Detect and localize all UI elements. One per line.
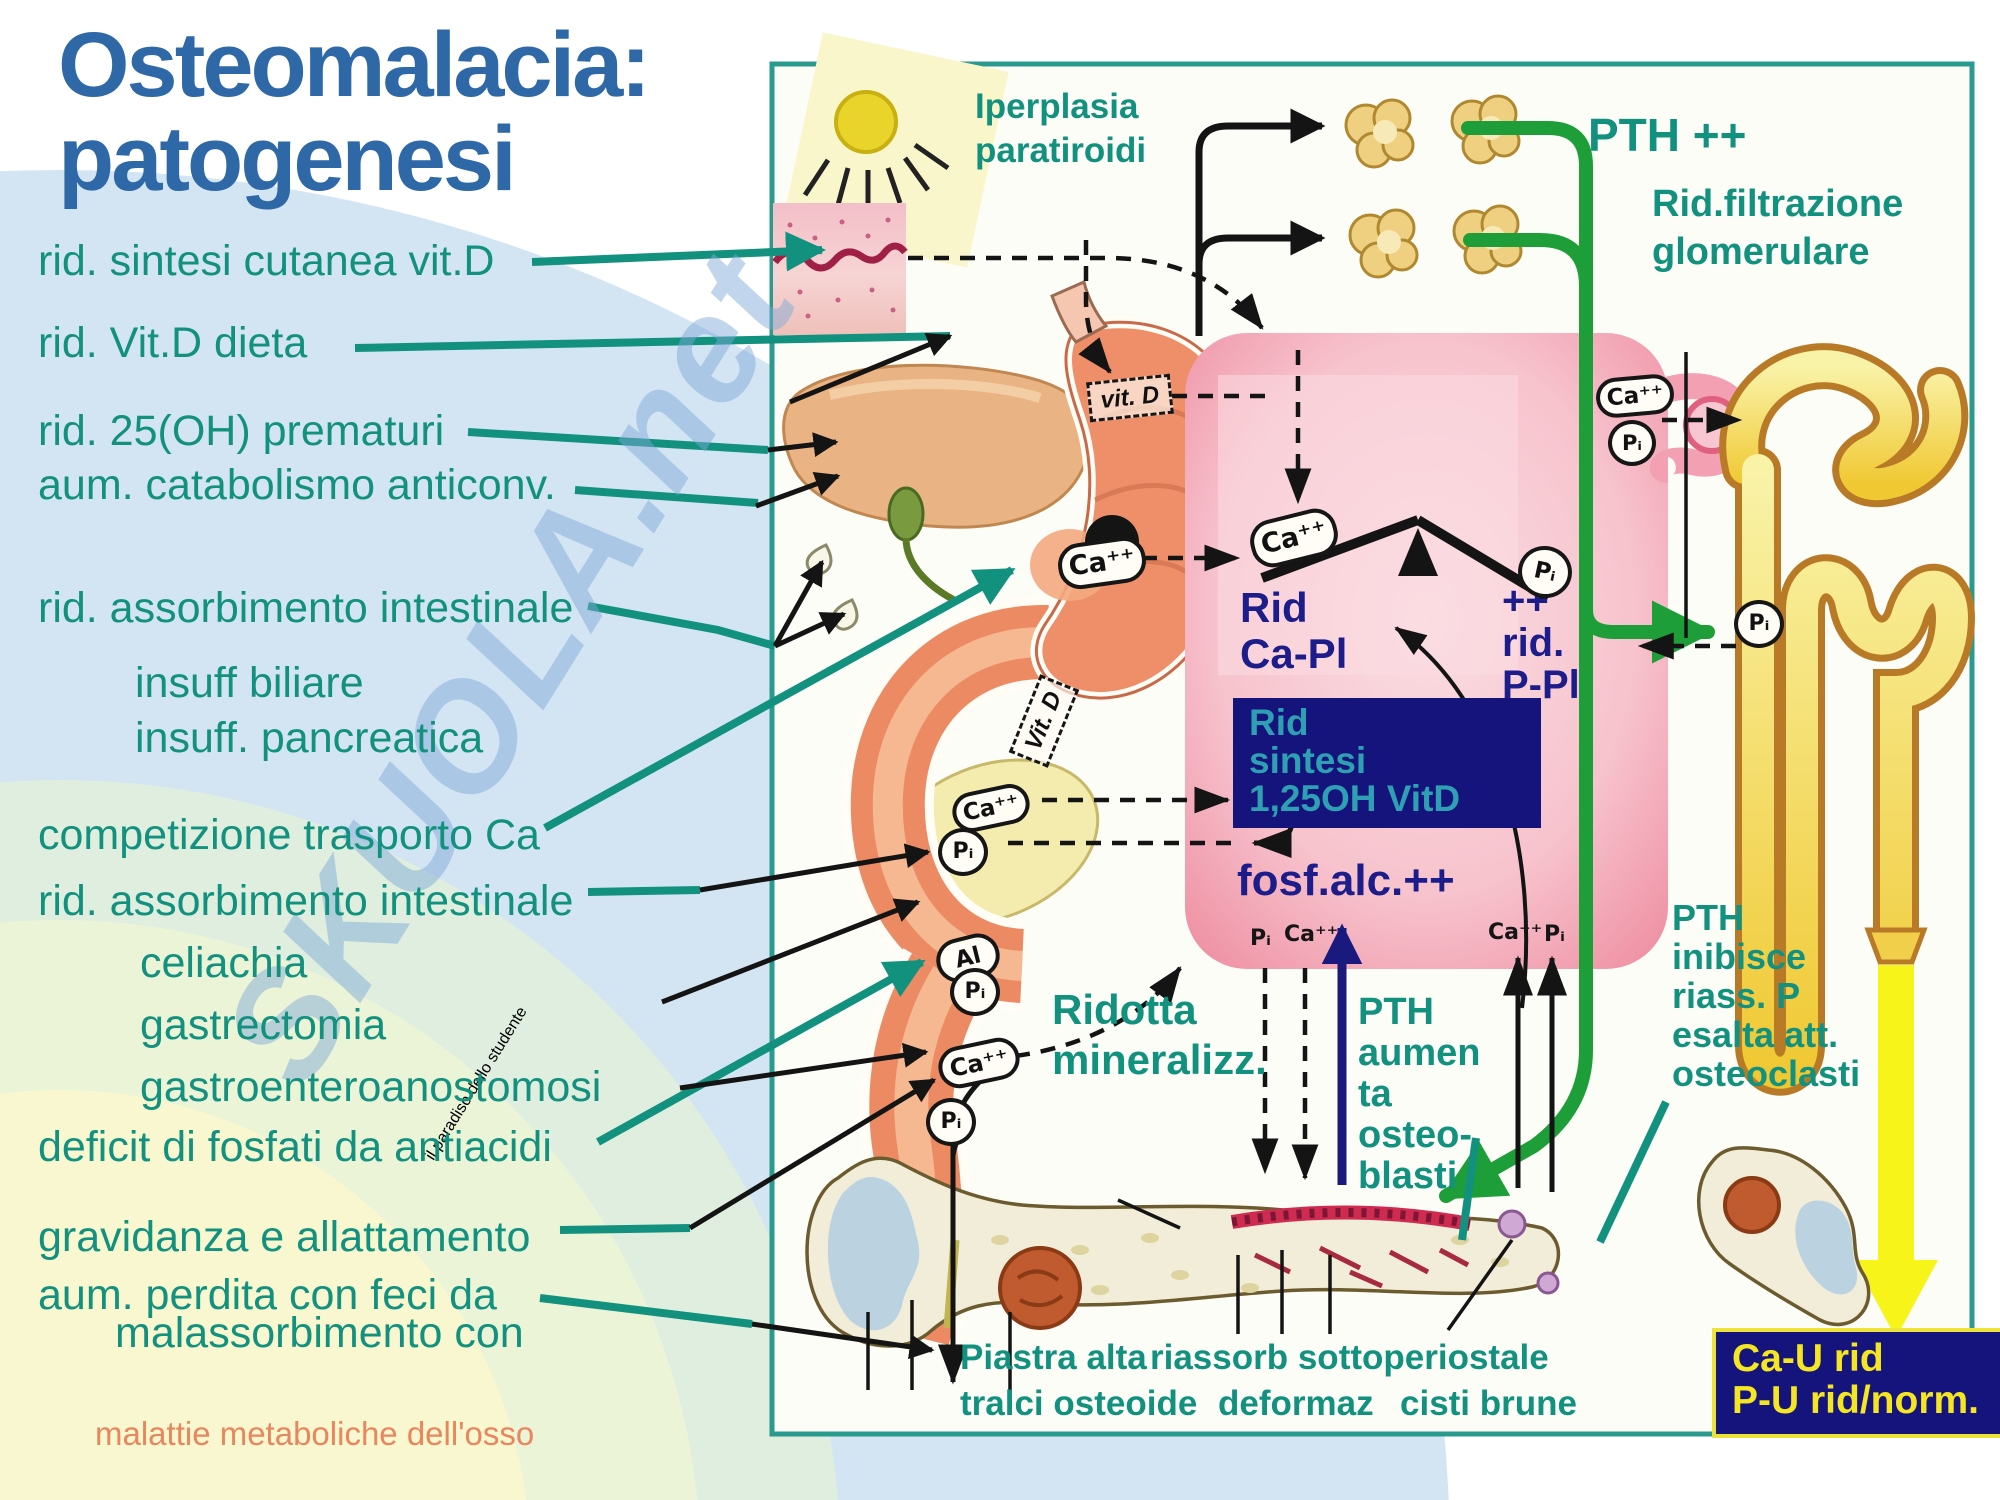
nephron-icon — [1719, 343, 1976, 1096]
cause-item: rid. assorbimento intestinale — [38, 877, 574, 925]
tralci-label: tralci osteoide — [960, 1384, 1198, 1423]
title-line1: Osteomalacia: — [58, 14, 651, 116]
piastra-label: Piastra alta — [960, 1338, 1147, 1377]
pi-small-left: Pᵢ — [1250, 926, 1271, 951]
pth-green-path — [1439, 121, 1715, 1203]
pi-label-duodenum: Pᵢ — [938, 828, 988, 876]
cause-item: insuff biliare — [135, 659, 364, 707]
left-callout-lines — [354, 231, 1670, 1328]
cisti-label: cisti brune — [1400, 1384, 1577, 1423]
skin-sample-icon — [772, 203, 908, 335]
cause-item: gastrectomia — [140, 1001, 387, 1049]
bone-callout-lines — [866, 1198, 1514, 1390]
pth-inibisce-label: PTH inibisce riass. P esalta att. osteoc… — [1672, 897, 1861, 1094]
rid-filtrazione-label: Rid.filtrazione glomerulare — [1652, 183, 1904, 273]
fosf-alc-label: fosf.alc.++ — [1237, 856, 1455, 905]
cause-item: insuff. pancreatica — [135, 714, 484, 762]
dashed-flows — [908, 240, 1743, 1181]
ca-small-left: Ca⁺⁺ — [1284, 922, 1339, 947]
cause-item: celiachia — [140, 939, 308, 987]
cause-item: aum. perdita con feci da — [38, 1271, 497, 1319]
pi-label-al: Pᵢ — [950, 968, 1000, 1016]
pth-plus-label: PTH ++ — [1588, 109, 1747, 161]
pi-small-right: Pᵢ — [1544, 922, 1565, 947]
cause-item: malassorbimento con — [115, 1309, 524, 1357]
cause-item: rid. Vit.D dieta — [38, 319, 308, 367]
bone-icon — [805, 1156, 1561, 1348]
pi-label-intestine: Pᵢ — [926, 1098, 976, 1146]
iperplasia-label: Iperplasia paratiroidi — [975, 87, 1147, 170]
title-line2: patogenesi — [58, 108, 517, 210]
footer-note: malattie metaboliche dell'osso — [95, 1415, 535, 1452]
cause-item: deficit di fosfati da antiacidi — [38, 1123, 552, 1171]
rid-sintesi-box: Rid sintesi 1,25OH VitD — [1233, 698, 1541, 828]
cause-item: gravidanza e allattamento — [38, 1213, 531, 1261]
bone-end-icon — [1697, 1146, 1871, 1327]
pth-aumenta-label: PTH aumen ta osteo- blasti — [1358, 991, 1481, 1197]
ca-small-right: Ca⁺⁺ — [1488, 920, 1543, 945]
cause-item: gastroenteroanostomosi — [140, 1063, 602, 1111]
deformaz-label: deformaz — [1218, 1384, 1374, 1423]
ridotta-mineralizz-label: Ridotta mineralizz. — [1052, 986, 1267, 1083]
parathyroid-glands-icon — [1344, 94, 1523, 279]
pi-label-kidney-tubule: Pᵢ — [1734, 600, 1784, 648]
pi-label-kidney-glom: Pᵢ — [1608, 420, 1656, 466]
urine-arrow-icon — [1854, 965, 1938, 1338]
rid-ca-pl-label: Rid Ca-Pl — [1240, 584, 1348, 677]
cause-item: rid. 25(OH) prematuri — [38, 407, 445, 455]
gland-feed-lines — [1195, 108, 1326, 336]
liver-icon — [782, 363, 1093, 606]
rid-p-pl-label: ++ rid. P-Pl — [1502, 579, 1580, 707]
callout-arrows — [661, 333, 953, 1360]
cause-item: rid. sintesi cutanea vit.D — [38, 237, 495, 285]
riassorb-label: riassorb sottoperiostale — [1150, 1338, 1549, 1377]
cause-item: aum. catabolismo anticonv. — [38, 461, 556, 509]
cause-item: rid. assorbimento intestinale — [38, 584, 574, 632]
page-title: Osteomalacia: patogenesi — [58, 14, 651, 210]
cause-item: competizione trasporto Ca — [38, 811, 540, 859]
urine-box: Ca-U rid P-U rid/norm. — [1712, 1328, 2000, 1438]
